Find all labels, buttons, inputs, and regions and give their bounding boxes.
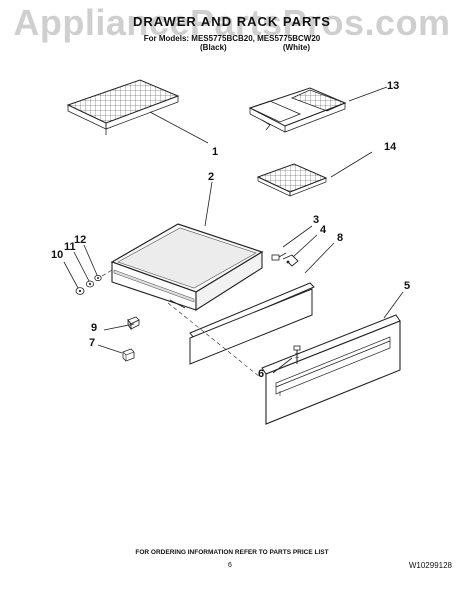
drawer-panel bbox=[261, 314, 401, 425]
callout-11: 11 bbox=[64, 241, 76, 253]
oven-rack bbox=[66, 79, 180, 135]
model-list: For Models: MES5775BCB20, MES5775BCW20 bbox=[143, 34, 321, 43]
callout-10: 10 bbox=[51, 249, 63, 261]
drawer-clip-small bbox=[122, 348, 135, 362]
callout-1: 1 bbox=[212, 146, 218, 158]
screw-and-washers bbox=[75, 274, 102, 295]
screw bbox=[293, 345, 301, 364]
callout-13: 13 bbox=[387, 80, 399, 92]
drawer-bracket bbox=[282, 254, 299, 267]
watermark: AppliancePartsPros.com bbox=[13, 2, 451, 43]
page-number: 6 bbox=[228, 562, 232, 569]
variant-white: (White) bbox=[282, 43, 310, 52]
callout-6: 6 bbox=[258, 368, 264, 380]
storage-drawer bbox=[110, 223, 264, 312]
callout-9: 9 bbox=[91, 322, 97, 334]
bumper bbox=[127, 316, 140, 331]
ordering-note: FOR ORDERING INFORMATION REFER TO PARTS … bbox=[135, 549, 329, 556]
drawer-clip bbox=[271, 252, 287, 261]
callout-4: 4 bbox=[320, 224, 327, 236]
page-title: DRAWER AND RACK PARTS bbox=[133, 14, 331, 29]
callout-14: 14 bbox=[384, 141, 397, 153]
parts-centerline bbox=[101, 269, 261, 378]
variant-black: (Black) bbox=[200, 43, 227, 52]
leader-lines bbox=[63, 86, 404, 374]
callout-12: 12 bbox=[74, 234, 86, 246]
callout-8: 8 bbox=[337, 232, 343, 244]
callout-7: 7 bbox=[89, 337, 95, 349]
callout-5: 5 bbox=[404, 280, 410, 292]
split-rack bbox=[248, 87, 347, 133]
rack-insert bbox=[256, 163, 328, 197]
callout-2: 2 bbox=[208, 171, 214, 183]
drawer-front-trim bbox=[189, 282, 315, 365]
document-number: W10299128 bbox=[408, 561, 452, 570]
color-variants: (Black) (White) bbox=[200, 43, 310, 52]
callout-3: 3 bbox=[313, 214, 319, 226]
